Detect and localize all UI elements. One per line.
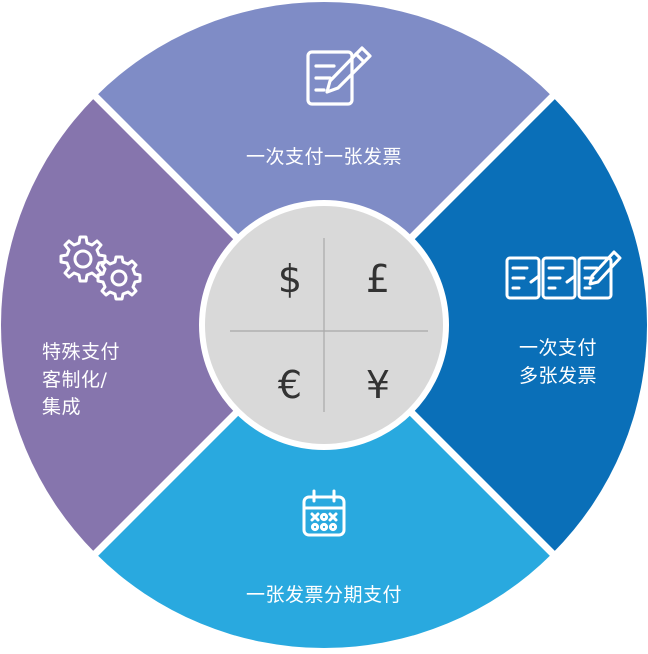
segment-left-label-line: 特殊支付 [42,341,121,363]
segment-left-label: 特殊支付 客制化/ 集成 [42,339,152,422]
segment-left-label-line: 集成 [42,396,82,419]
gears-icon [59,235,142,301]
center-dividers [230,238,428,412]
segment-bottom [95,325,553,649]
segment-right-label-line: 多张发票 [518,364,597,387]
segment-left-label-line: 客制化/ [42,368,108,391]
segment-right-label: 一次支付 多张发票 [488,335,628,390]
euro-symbol: € [277,363,303,407]
multiple-documents-icon [505,250,622,300]
segment-right [324,96,648,554]
segment-bottom-label-line: 一张发票分期支付 [245,584,402,606]
pound-symbol: £ [365,257,391,301]
edit-document-icon [306,46,372,106]
yen-symbol: ¥ [365,363,391,407]
segment-top [95,1,553,325]
calendar-icon [302,489,346,537]
segment-top-label-line: 一次支付一张发票 [245,146,402,168]
dollar-symbol: $ [277,257,303,301]
segment-top-label: 一次支付一张发票 [174,144,474,172]
segment-left [0,96,324,554]
segment-right-label-line: 一次支付 [518,337,597,359]
segment-bottom-label: 一张发票分期支付 [174,582,474,610]
